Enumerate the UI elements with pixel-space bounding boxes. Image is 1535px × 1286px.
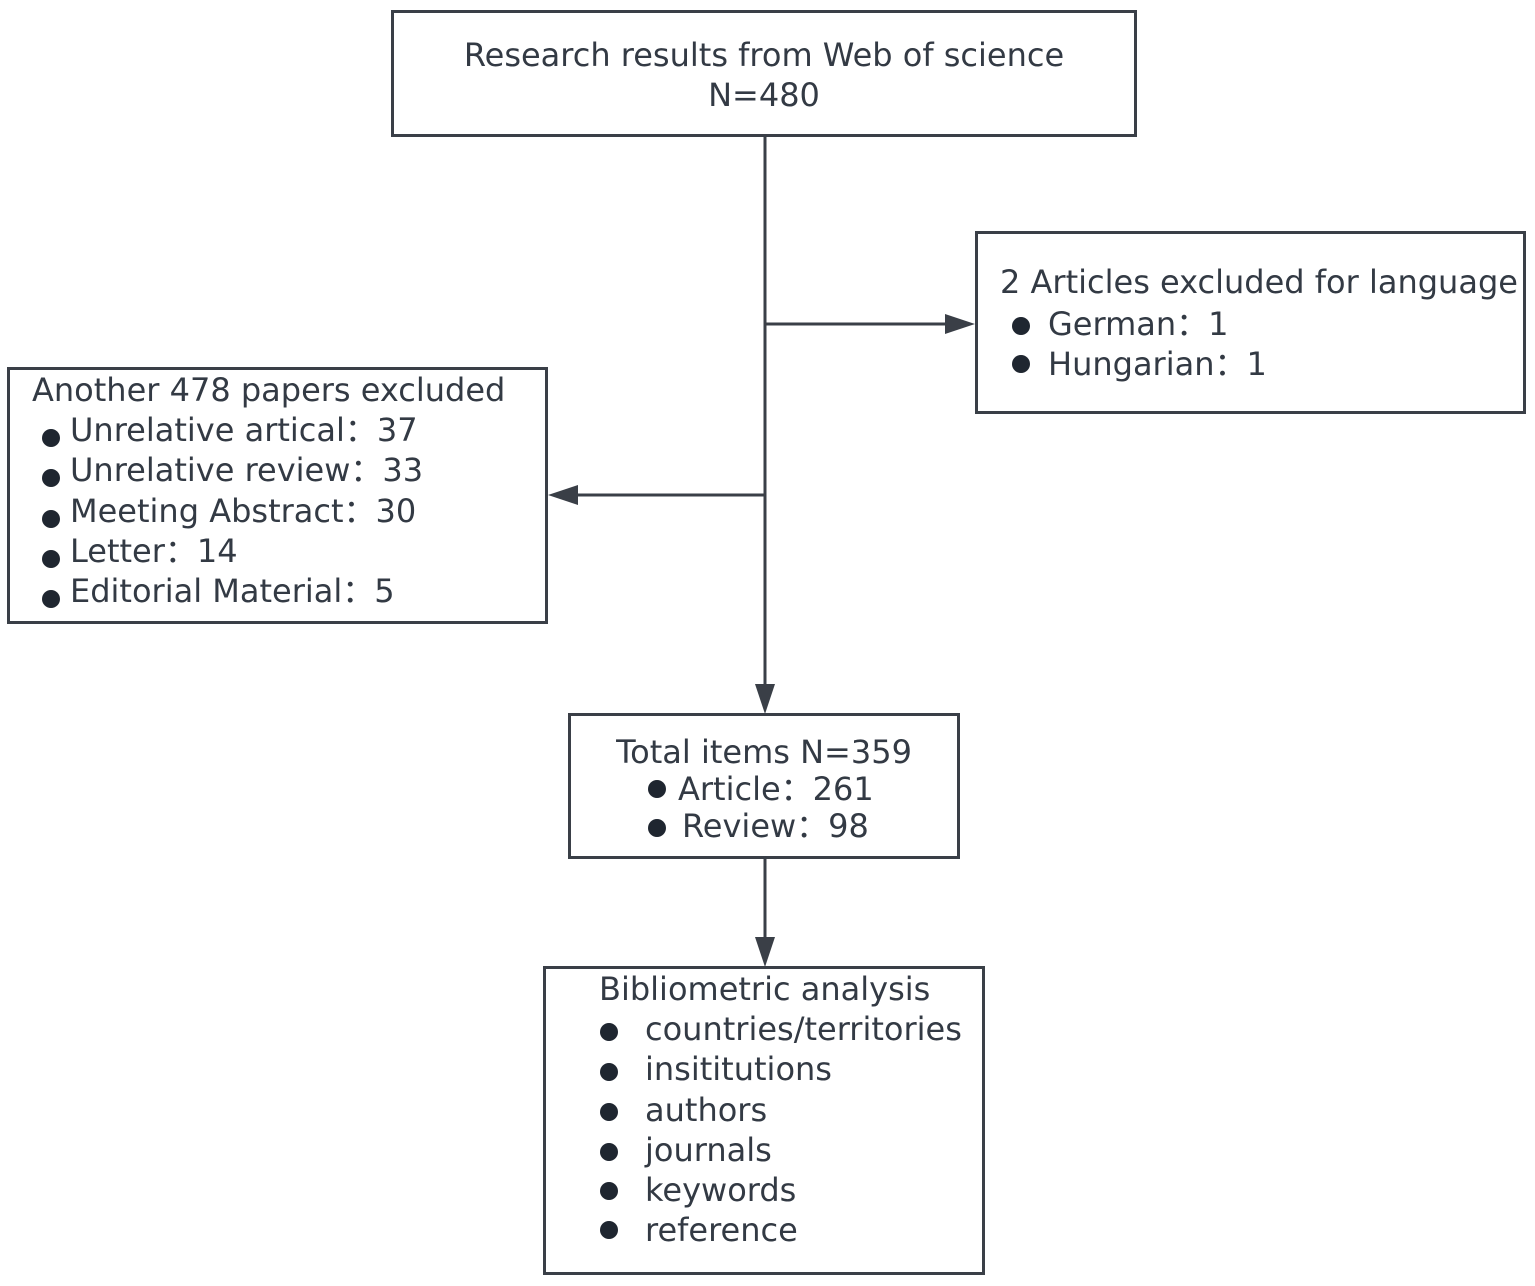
- bullet-icon: [1012, 317, 1030, 335]
- analysis-item-institutions: insititutions: [645, 1050, 832, 1088]
- arrowhead-analysis: [755, 937, 775, 967]
- analysis-item-authors: authors: [645, 1091, 768, 1129]
- type-item-letter: Letter：14: [70, 532, 238, 570]
- analysis-item-countries: countries/territories: [645, 1010, 962, 1048]
- analysis-title: Bibliometric analysis: [599, 970, 931, 1008]
- language-item-hungarian: Hungarian：1: [1048, 345, 1267, 383]
- language-item-german: German：1: [1048, 305, 1229, 343]
- type-item-unrelative-artical: Unrelative artical：37: [70, 411, 418, 449]
- bullet-icon: [1012, 355, 1030, 373]
- bullet-icon: [42, 550, 60, 568]
- total-item-article: Article：261: [678, 770, 874, 808]
- bullet-icon: [42, 590, 60, 608]
- type-exclusion-box: Another 478 papers excluded Unrelative a…: [7, 367, 548, 624]
- bullet-icon: [600, 1103, 618, 1121]
- analysis-item-keywords: keywords: [645, 1171, 797, 1209]
- arrowhead-type: [548, 485, 578, 505]
- language-exclusion-title: 2 Articles excluded for language: [1000, 263, 1518, 301]
- arrowhead-total: [755, 684, 775, 714]
- total-items-title: Total items N=359: [616, 733, 912, 771]
- type-item-unrelative-review: Unrelative review：33: [70, 451, 424, 489]
- type-item-editorial-material: Editorial Material：5: [70, 572, 395, 610]
- total-item-review: Review：98: [682, 807, 869, 845]
- bullet-icon: [648, 819, 666, 837]
- total-items-box: Total items N=359 Article：261 Review：98: [568, 713, 960, 859]
- bullet-icon: [600, 1143, 618, 1161]
- source-box: Research results from Web of science N=4…: [391, 10, 1137, 137]
- bullet-icon: [42, 469, 60, 487]
- bullet-icon: [600, 1182, 618, 1200]
- analysis-box: Bibliometric analysis countries/territor…: [543, 966, 985, 1275]
- source-count: N=480: [708, 76, 820, 114]
- bullet-icon: [600, 1221, 618, 1239]
- bullet-icon: [42, 510, 60, 528]
- type-exclusion-title: Another 478 papers excluded: [32, 371, 506, 409]
- bullet-icon: [648, 780, 666, 798]
- type-item-meeting-abstract: Meeting Abstract：30: [70, 492, 417, 530]
- bullet-icon: [42, 429, 60, 447]
- source-title: Research results from Web of science: [463, 36, 1065, 74]
- analysis-item-journals: journals: [645, 1131, 772, 1169]
- bullet-icon: [600, 1063, 618, 1081]
- arrowhead-language: [945, 314, 975, 334]
- analysis-item-reference: reference: [645, 1211, 798, 1249]
- language-exclusion-box: 2 Articles excluded for language German：…: [975, 231, 1526, 414]
- bullet-icon: [600, 1023, 618, 1041]
